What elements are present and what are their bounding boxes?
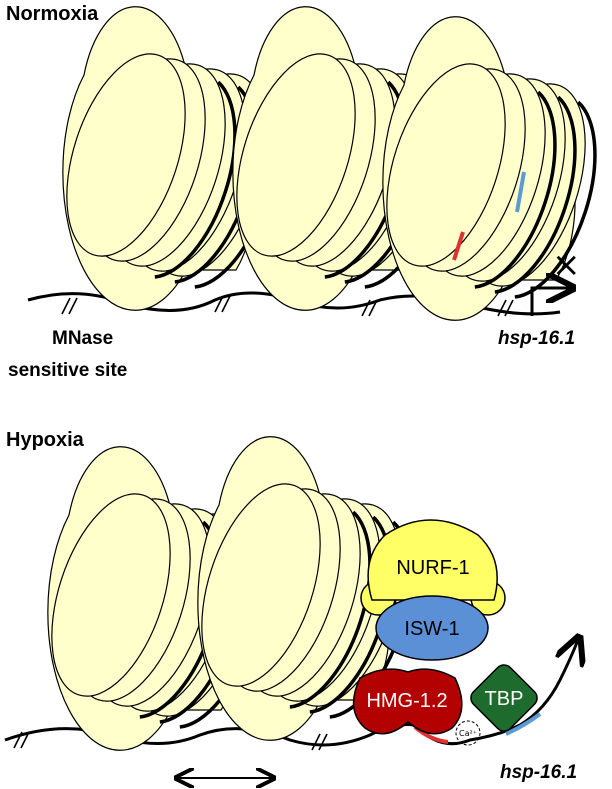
hypoxia-title: Hypoxia (6, 429, 85, 451)
normoxia-title: Normoxia (6, 3, 99, 25)
isw-1-label: ISW-1 (404, 618, 459, 640)
calcium-label: Ca²⁺ (459, 729, 477, 738)
normoxia-promoter-arrow (530, 288, 570, 316)
hypoxia-blue-segment (505, 712, 542, 736)
mnase-site-marks (61, 295, 514, 317)
hypoxia-gene-label: hsp-16.1 (500, 762, 577, 783)
calcium-ion: Ca²⁺ (455, 720, 481, 746)
normoxia-red-segment (452, 231, 465, 261)
nurf-1-complex: NURF-1 (360, 519, 506, 616)
hypoxia-dna (4, 723, 416, 747)
mnase-label-line2: sensitive site (8, 360, 127, 381)
nurf-1-label: NURF-1 (396, 557, 469, 579)
tbp-protein: TBP (470, 664, 538, 732)
hmg-1-2-protein: HMG-1.2 (352, 668, 463, 735)
isw-1-complex: ISW-1 (375, 595, 489, 661)
blocked-x-icon: × (552, 245, 581, 285)
tbp-label: TBP (485, 688, 524, 710)
mnase-label-line1: MNase (52, 328, 113, 349)
hypoxia-site-marks (13, 731, 328, 751)
hmg-1-2-label: HMG-1.2 (366, 690, 447, 712)
normoxia-gene-label: hsp-16.1 (498, 328, 575, 349)
normoxia-blue-segment (515, 171, 526, 213)
